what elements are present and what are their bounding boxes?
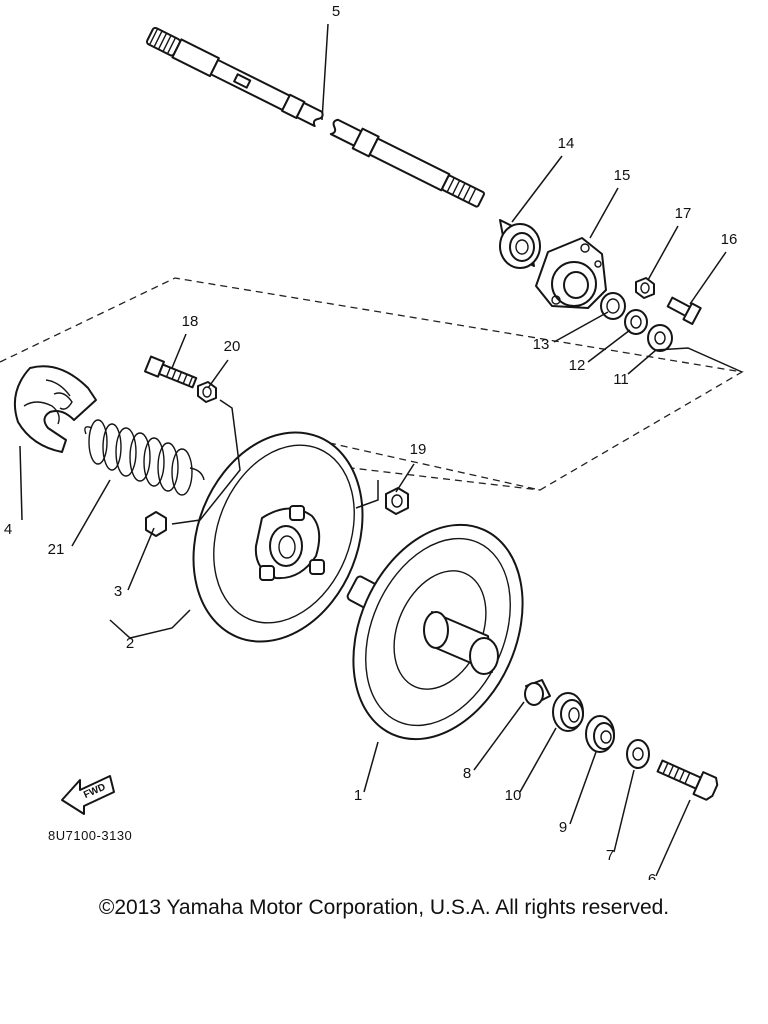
washer-part-12: [624, 309, 648, 335]
callout-18: 18: [182, 313, 199, 330]
callout-9: 9: [559, 819, 567, 836]
spring-part-21: [84, 419, 205, 496]
callout-8: 8: [463, 765, 471, 782]
callout-19: 19: [410, 441, 427, 458]
bolt-part-18: [144, 355, 198, 389]
callout-15: 15: [614, 167, 631, 184]
bushing-part-10: [552, 692, 584, 732]
nut-part-17: [635, 277, 655, 299]
housing-part-15: [535, 237, 607, 309]
callout-7: 7: [606, 847, 614, 864]
nut-part-19: [385, 487, 409, 515]
callout-10: 10: [505, 787, 522, 804]
washer-part-7: [626, 739, 650, 769]
callout-2: 2: [126, 635, 134, 652]
bushing-part-9: [585, 715, 615, 753]
bearing-part-14: [499, 219, 541, 269]
callout-1: 1: [354, 787, 362, 804]
weight-part-3: [145, 511, 167, 537]
fixed-sheave-part-1: [346, 523, 524, 741]
bolt-part-6: [656, 759, 719, 801]
shaft-part-5: [146, 26, 486, 208]
callout-6: 6: [648, 871, 656, 880]
callout-11: 11: [613, 371, 629, 388]
nut-part-20: [197, 381, 217, 403]
callout-16: 16: [721, 231, 738, 248]
callout-3: 3: [114, 583, 122, 600]
movable-sheave-part-2: [192, 431, 364, 643]
collar-part-8: [524, 679, 551, 706]
callout-17: 17: [675, 205, 692, 222]
copyright-notice: ©2013 Yamaha Motor Corporation, U.S.A. A…: [98, 896, 670, 919]
forward-arrow-icon: FWD: [61, 775, 115, 815]
washer-part-11: [647, 324, 673, 352]
callout-20: 20: [224, 338, 241, 355]
callout-14: 14: [558, 135, 575, 152]
diagram-code: 8U7100-3130: [48, 828, 133, 843]
cam-part-4: [14, 365, 97, 453]
callout-13: 13: [533, 336, 550, 353]
callout-21: 21: [48, 541, 65, 558]
bolt-part-16: [666, 296, 702, 326]
callout-4: 4: [4, 521, 12, 538]
callout-12: 12: [569, 357, 586, 374]
callout-5: 5: [332, 3, 340, 20]
leader-lines: [19, 23, 743, 877]
assembly-frame-line: [0, 277, 744, 491]
washer-part-13: [600, 292, 626, 320]
